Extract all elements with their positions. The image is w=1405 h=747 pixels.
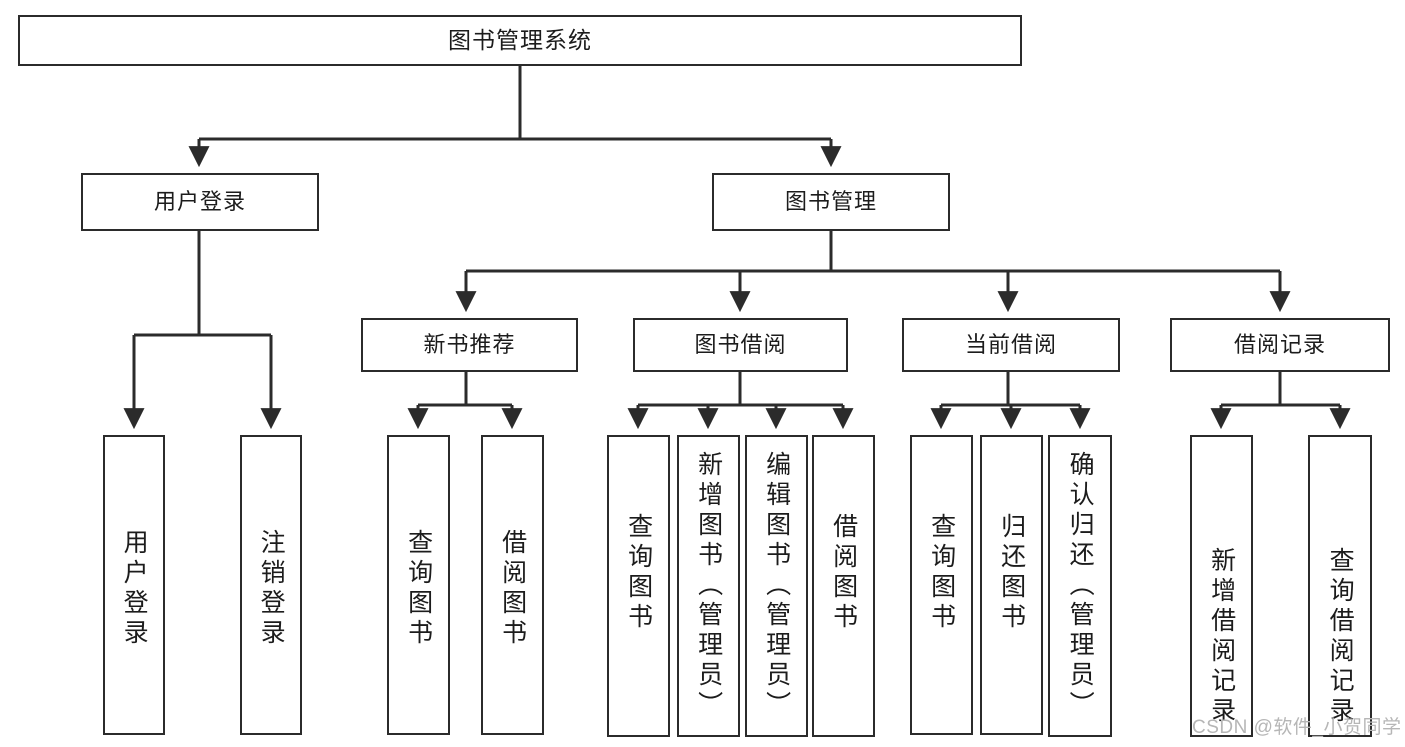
- node-leaf-confirm-return-admin[interactable]: 确认归还（管理员）: [1048, 435, 1112, 737]
- node-leaf-borrow-book-bb[interactable]: 借阅图书: [812, 435, 875, 737]
- node-leaf-confirm-return-admin-label: 确认归还（管理员）: [1066, 451, 1095, 721]
- node-new-book-recommend-label: 新书推荐: [423, 331, 516, 357]
- node-leaf-logout[interactable]: 注销登录: [240, 435, 302, 735]
- node-leaf-query-borrow-record-label: 查询借阅记录: [1326, 547, 1355, 727]
- node-leaf-add-book-admin[interactable]: 新增图书（管理员）: [677, 435, 740, 737]
- node-borrowing-record[interactable]: 借阅记录: [1170, 318, 1390, 372]
- node-new-book-recommend[interactable]: 新书推荐: [361, 318, 578, 372]
- node-user-login-label: 用户登录: [153, 188, 246, 214]
- node-leaf-edit-book-admin-label: 编辑图书（管理员）: [762, 451, 791, 721]
- node-leaf-return-book-label: 归还图书: [997, 513, 1026, 633]
- node-leaf-edit-book-admin[interactable]: 编辑图书（管理员）: [745, 435, 808, 737]
- node-leaf-borrow-book-nb[interactable]: 借阅图书: [481, 435, 544, 735]
- node-leaf-add-book-admin-label: 新增图书（管理员）: [694, 451, 723, 721]
- node-leaf-borrow-book-bb-label: 借阅图书: [829, 513, 858, 633]
- node-leaf-query-book-bb[interactable]: 查询图书: [607, 435, 670, 737]
- node-leaf-query-book-nb-label: 查询图书: [404, 529, 433, 649]
- csdn-watermark: CSDN @软件_小贺同学: [1192, 717, 1402, 738]
- node-leaf-query-book-nb[interactable]: 查询图书: [387, 435, 450, 735]
- node-user-login[interactable]: 用户登录: [81, 173, 319, 231]
- node-leaf-user-login-label: 用户登录: [120, 529, 149, 649]
- node-root-system[interactable]: 图书管理系统: [18, 15, 1022, 66]
- node-leaf-user-login[interactable]: 用户登录: [103, 435, 165, 735]
- node-leaf-query-borrow-record[interactable]: 查询借阅记录: [1308, 435, 1372, 737]
- node-book-management-label: 图书管理: [784, 188, 877, 214]
- node-leaf-query-book-cb[interactable]: 查询图书: [910, 435, 973, 735]
- node-book-borrowing[interactable]: 图书借阅: [633, 318, 848, 372]
- node-book-borrowing-label: 图书借阅: [694, 331, 787, 357]
- node-borrowing-record-label: 借阅记录: [1233, 331, 1326, 357]
- node-leaf-add-borrow-record-label: 新增借阅记录: [1207, 547, 1236, 727]
- node-leaf-query-book-cb-label: 查询图书: [927, 513, 956, 633]
- node-leaf-query-book-bb-label: 查询图书: [624, 513, 653, 633]
- node-current-borrowing[interactable]: 当前借阅: [902, 318, 1120, 372]
- node-book-management[interactable]: 图书管理: [712, 173, 950, 231]
- node-leaf-borrow-book-nb-label: 借阅图书: [498, 529, 527, 649]
- node-leaf-return-book[interactable]: 归还图书: [980, 435, 1043, 735]
- node-root-label: 图书管理系统: [448, 26, 592, 53]
- node-leaf-add-borrow-record[interactable]: 新增借阅记录: [1190, 435, 1253, 737]
- node-leaf-logout-label: 注销登录: [257, 529, 286, 649]
- node-current-borrowing-label: 当前借阅: [964, 331, 1057, 357]
